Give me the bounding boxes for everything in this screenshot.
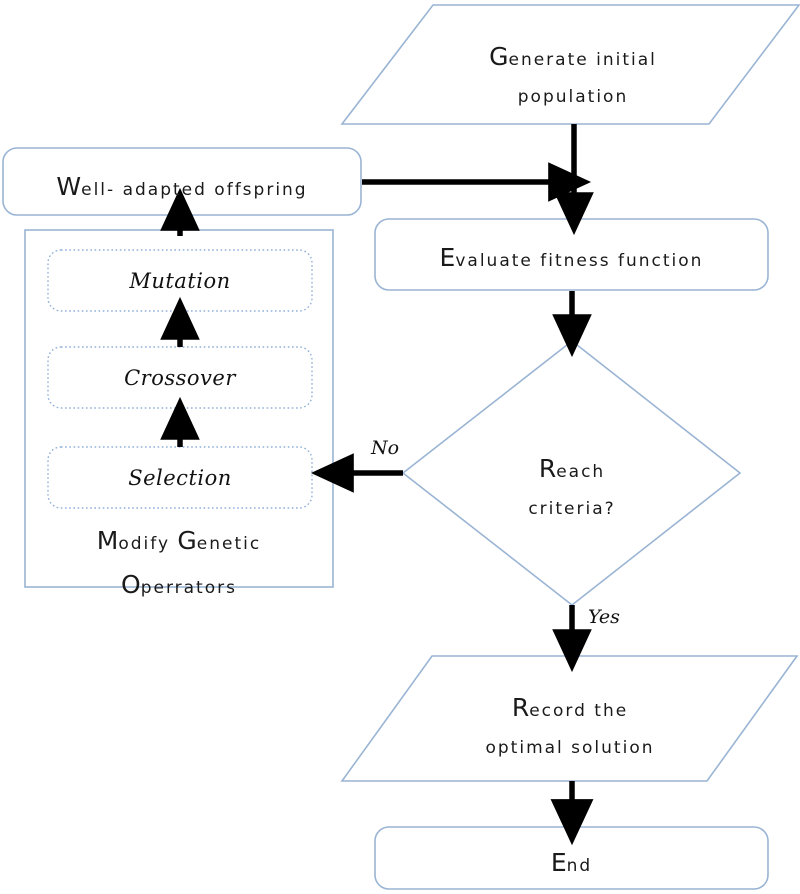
operator-box-mutation[interactable] [47,249,313,312]
operator-label-crossover: Crossover [124,366,236,390]
operator-label-mutation: Mutation [129,269,231,293]
operator-label-selection: Selection [128,466,232,490]
group-caption-odify: odify [118,534,178,554]
edge-label-no: No [371,437,400,459]
group-caption-perrators: perrators [140,577,237,598]
group-caption-enetic: enetic [196,534,262,554]
group-caption-cap-g: G [177,526,197,555]
group-caption-modify-genetic-operrators: Modify Genetic Operrators [25,519,333,607]
group-caption-cap-o: O [121,569,141,599]
edge-label-yes: Yes [588,606,620,628]
node-record-optimal-solution[interactable] [340,655,799,782]
group-caption-cap-m: M [96,526,119,555]
node-generate-initial-population[interactable] [340,4,800,125]
